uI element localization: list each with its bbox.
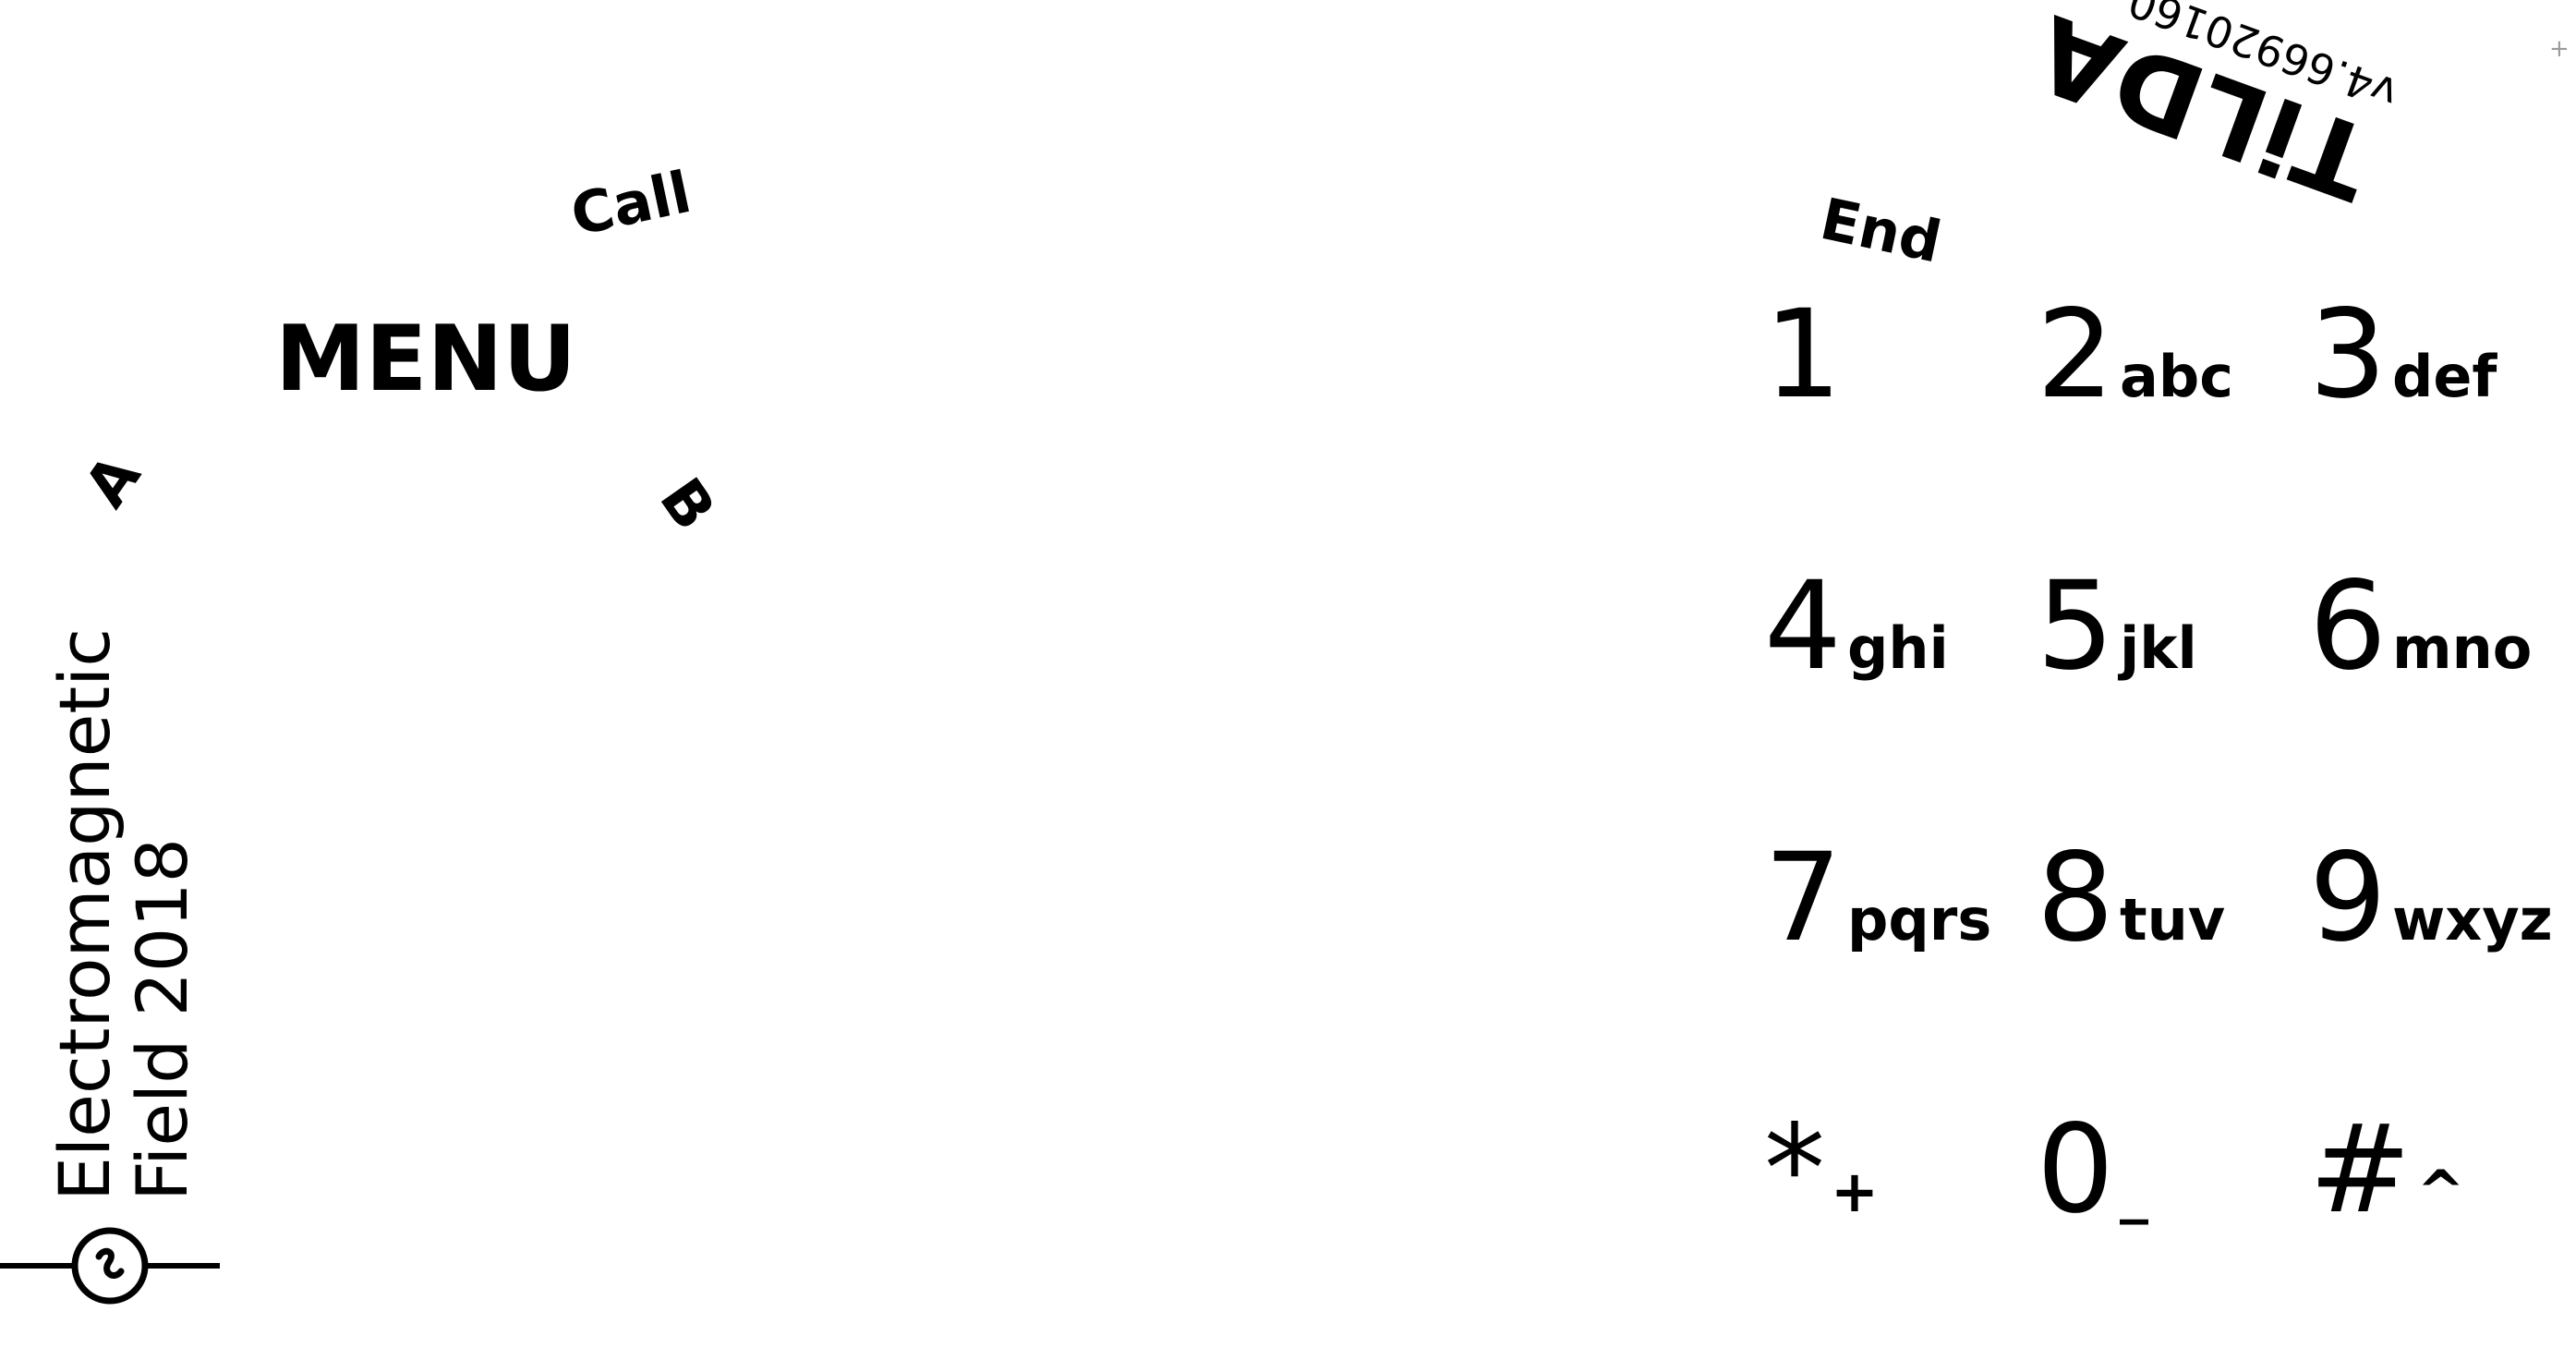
key-hash: #^: [2309, 1109, 2465, 1231]
key-digit: 5: [2037, 555, 2114, 698]
call-button-label: Call: [565, 158, 697, 249]
event-title-line-2: Field 2018: [121, 838, 203, 1201]
key-0: 0_: [2037, 1109, 2148, 1231]
end-button-label: End: [1814, 185, 1948, 276]
key-digit: 9: [2309, 827, 2387, 969]
emf-logo-icon: [0, 1227, 220, 1305]
key-digit: 4: [1764, 555, 1842, 698]
key-letters: jkl: [2119, 614, 2197, 682]
key-digit: 8: [2037, 827, 2114, 969]
key-digit: 7: [1764, 827, 1842, 969]
b-button-label: B: [646, 467, 728, 543]
key-letters: def: [2391, 343, 2497, 410]
key-letters: wxyz: [2391, 886, 2553, 953]
key-letters: tuv: [2119, 886, 2226, 953]
key-7: 7pqrs: [1764, 837, 1991, 959]
key-6: 6mno: [2309, 565, 2532, 687]
key-digit: 6: [2309, 555, 2387, 698]
key-letters: ^: [2416, 1158, 2465, 1225]
key-digit: 1: [1764, 284, 1842, 426]
event-title-line-1: Electromagnetic: [43, 627, 126, 1201]
key-digit: *: [1764, 1099, 1825, 1241]
key-digit: #: [2309, 1099, 2412, 1241]
key-star: *+: [1764, 1109, 1879, 1231]
event-title: Electromagnetic Field 2018: [43, 554, 203, 1201]
key-letters: mno: [2391, 614, 2533, 682]
corner-crosshair-icon: +: [2549, 35, 2570, 63]
key-letters: pqrs: [1846, 886, 1992, 953]
a-button-label: A: [72, 443, 155, 520]
key-letters: _: [2119, 1158, 2148, 1225]
tilda-brand: TiLDA v4.66920160: [2019, 0, 2403, 249]
key-4: 4ghi: [1764, 565, 1949, 687]
key-1: 1: [1764, 294, 1847, 416]
key-digit: 2: [2037, 284, 2114, 426]
menu-button-label: MENU: [275, 307, 577, 412]
key-digit: 0: [2037, 1099, 2114, 1241]
key-5: 5jkl: [2037, 565, 2197, 687]
key-letters: ghi: [1846, 614, 1949, 682]
key-letters: +: [1831, 1158, 1879, 1225]
key-letters: abc: [2119, 343, 2233, 410]
key-8: 8tuv: [2037, 837, 2225, 959]
key-digit: 3: [2309, 284, 2387, 426]
key-2: 2abc: [2037, 294, 2233, 416]
key-9: 9wxyz: [2309, 837, 2553, 959]
key-3: 3def: [2309, 294, 2497, 416]
